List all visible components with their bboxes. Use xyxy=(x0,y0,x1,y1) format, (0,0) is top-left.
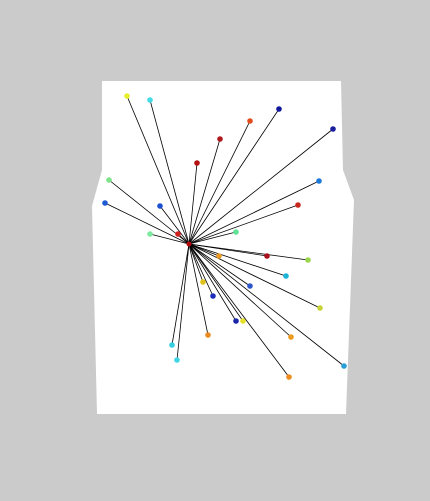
spoke-lines xyxy=(104,95,345,378)
endpoint-dot-14 xyxy=(233,229,239,235)
spoke-line-1 xyxy=(126,95,190,245)
spoke-line-31 xyxy=(176,243,190,361)
spoke-line-7 xyxy=(188,162,198,245)
endpoint-dot-10 xyxy=(102,200,108,206)
endpoint-dot-20 xyxy=(317,305,323,311)
endpoint-dot-18 xyxy=(283,273,289,279)
endpoint-dot-7 xyxy=(194,160,200,166)
endpoint-dot-21 xyxy=(200,279,206,285)
spoke-line-28 xyxy=(188,243,345,367)
endpoint-dot-23 xyxy=(240,318,246,324)
endpoint-dot-6 xyxy=(217,136,223,142)
spoke-line-11 xyxy=(188,204,299,245)
endpoint-dot-11 xyxy=(295,202,301,208)
spoke-line-20 xyxy=(188,243,321,309)
endpoint-dot-13 xyxy=(147,231,153,237)
endpoint-dot-30 xyxy=(169,342,175,348)
spoke-line-5 xyxy=(188,128,334,245)
endpoint-dot-19 xyxy=(247,283,253,289)
endpoint-dot-4 xyxy=(247,118,253,124)
spoke-line-3 xyxy=(188,108,280,245)
spoke-line-24 xyxy=(188,243,237,322)
endpoint-dot-25 xyxy=(216,253,222,259)
endpoint-dot-8 xyxy=(316,178,322,184)
endpoint-dot-2 xyxy=(147,97,153,103)
spoke-line-8 xyxy=(188,180,320,245)
spoke-line-29 xyxy=(188,243,290,378)
endpoint-dot-3 xyxy=(276,106,282,112)
endpoint-dot-22 xyxy=(210,293,216,299)
endpoint-dot-9 xyxy=(106,177,112,183)
endpoint-dots xyxy=(102,93,347,380)
spoke-line-10 xyxy=(104,202,190,245)
endpoint-dot-15 xyxy=(175,231,181,237)
endpoint-dot-12 xyxy=(157,203,163,209)
spoke-line-25 xyxy=(188,243,220,257)
endpoint-dot-27 xyxy=(288,334,294,340)
spoke-line-19 xyxy=(188,243,251,287)
spoke-line-23 xyxy=(188,243,244,322)
spoke-line-22 xyxy=(188,243,214,297)
spoke-line-18 xyxy=(188,243,287,277)
spoke-line-4 xyxy=(188,120,251,245)
spoke-line-26 xyxy=(188,243,209,336)
endpoint-dot-24 xyxy=(233,318,239,324)
spoke-line-30 xyxy=(171,243,190,346)
spoke-line-6 xyxy=(188,138,221,245)
endpoint-dot-26 xyxy=(205,332,211,338)
spoke-line-12 xyxy=(159,205,190,245)
endpoint-dot-29 xyxy=(286,374,292,380)
endpoint-dot-31 xyxy=(174,357,180,363)
spoke-line-21 xyxy=(188,243,204,283)
endpoint-dot-1 xyxy=(124,93,130,99)
endpoint-dot-16 xyxy=(305,257,311,263)
spoke-line-17 xyxy=(188,243,268,257)
endpoint-dot-5 xyxy=(330,126,336,132)
endpoint-dot-28 xyxy=(341,363,347,369)
spoke-line-2 xyxy=(149,99,190,245)
spoke-line-14 xyxy=(188,231,237,245)
endpoint-dot-17 xyxy=(264,253,270,259)
white-panel xyxy=(92,81,354,414)
spoke-line-13 xyxy=(149,233,190,245)
hub-point xyxy=(186,241,192,247)
spoke-line-27 xyxy=(188,243,292,338)
